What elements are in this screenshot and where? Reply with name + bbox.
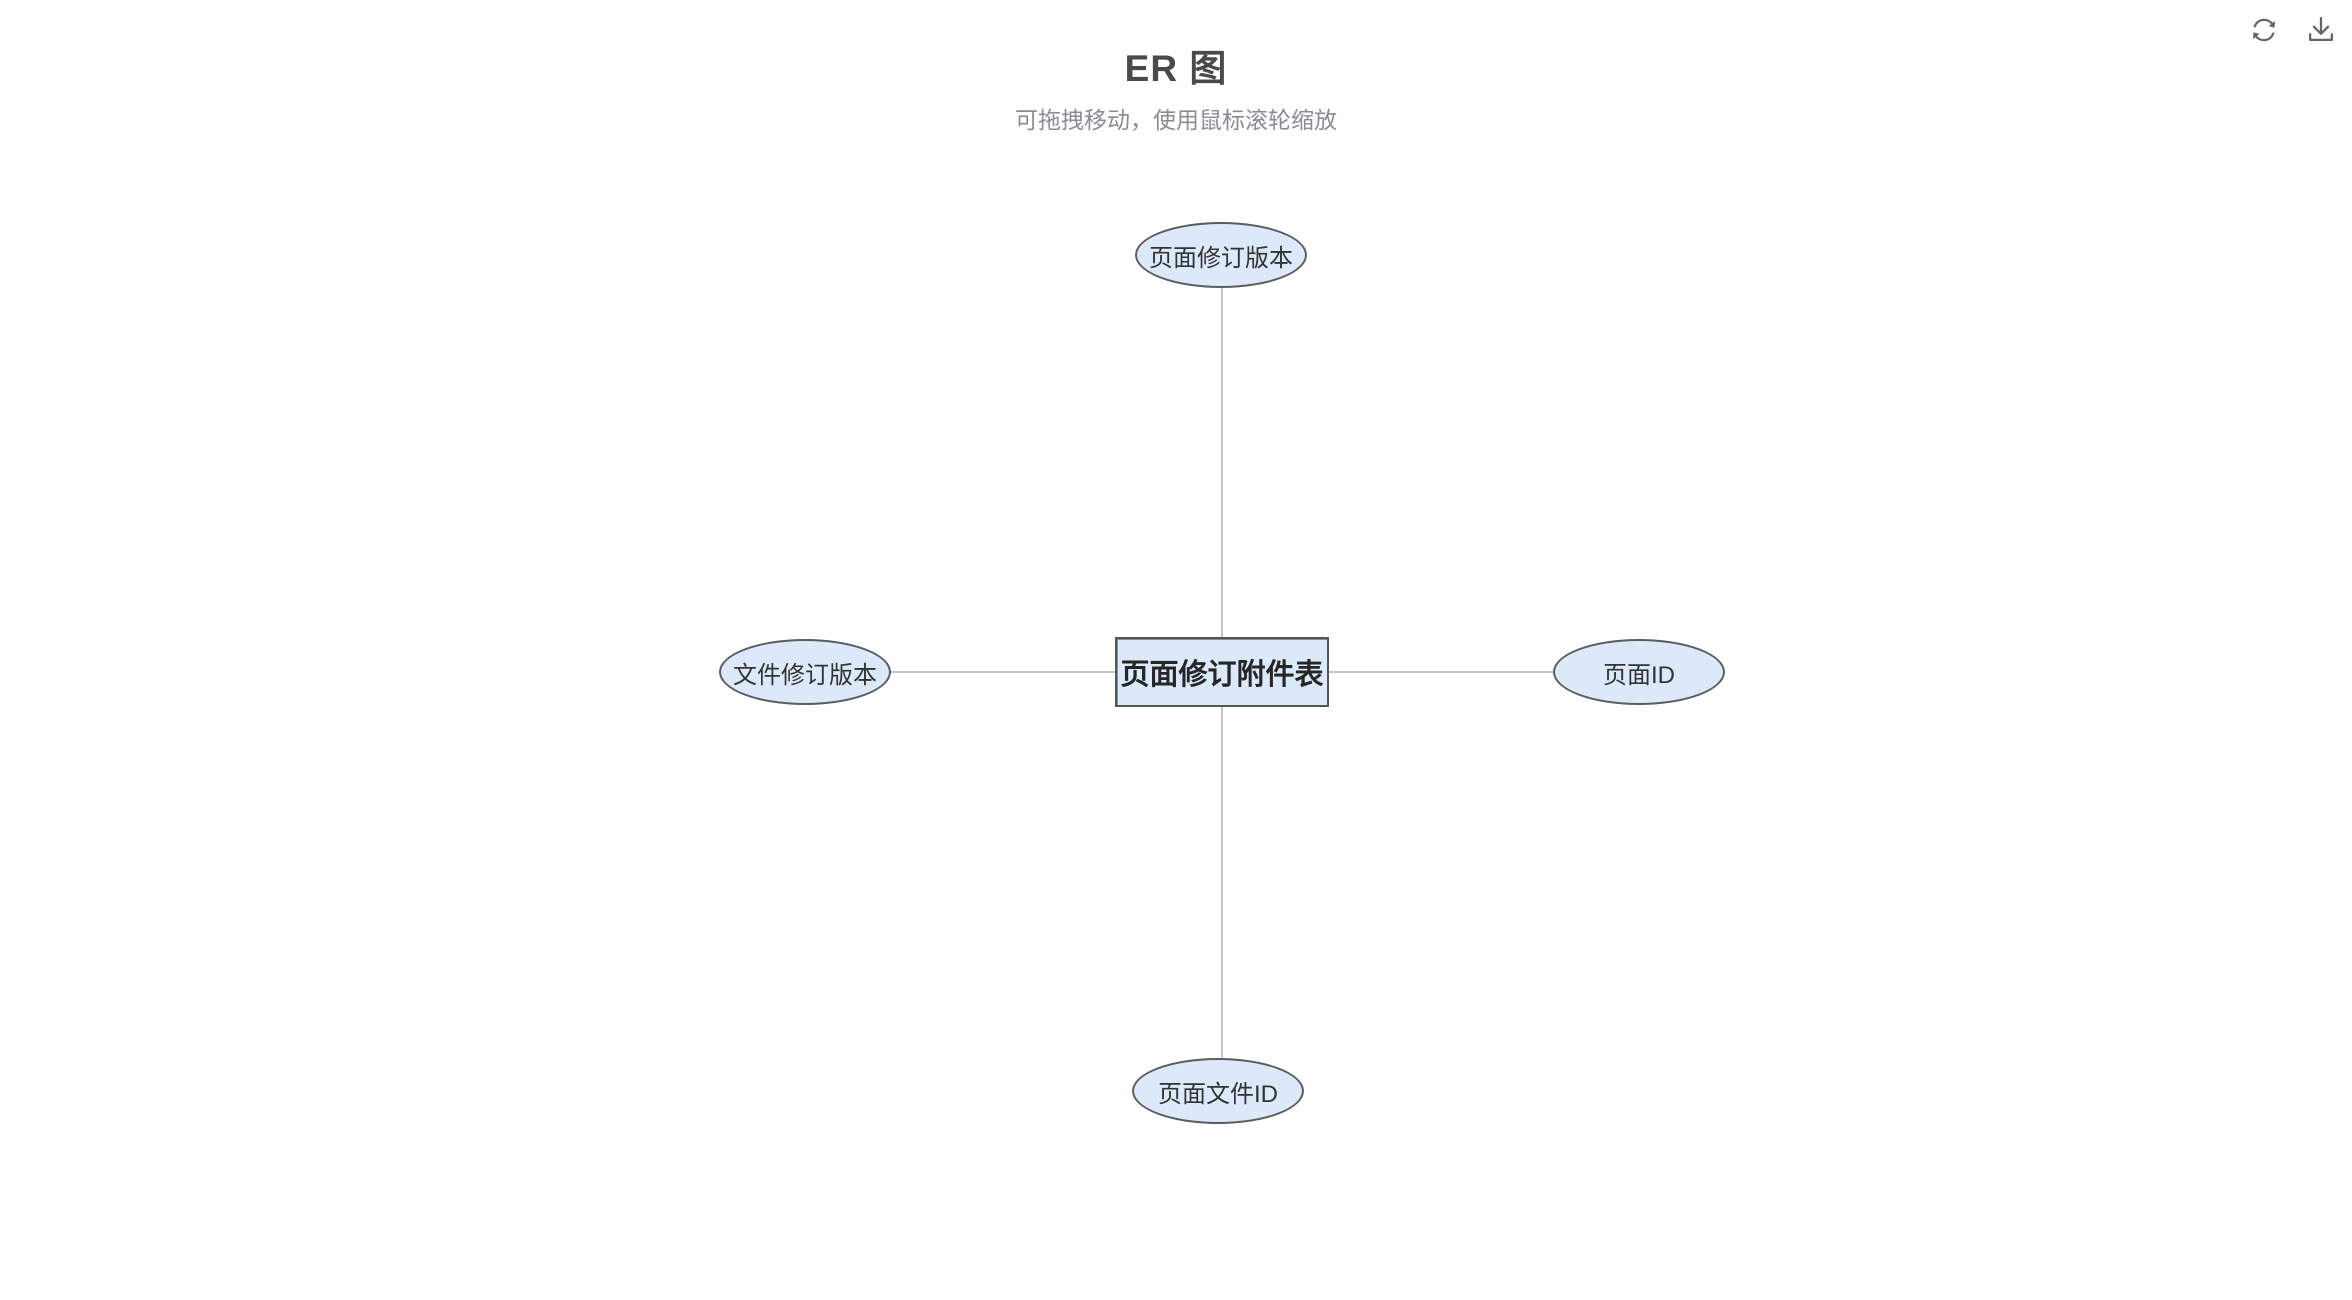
attribute-node-right[interactable]: 页面ID bbox=[1553, 639, 1725, 705]
page-subtitle: 可拖拽移动，使用鼠标滚轮缩放 bbox=[1015, 107, 1337, 133]
attribute-node-left[interactable]: 文件修订版本 bbox=[719, 639, 891, 705]
refresh-button[interactable] bbox=[2246, 12, 2282, 48]
download-icon bbox=[2309, 17, 2333, 42]
page-title: ER 图 bbox=[1124, 48, 1228, 89]
attribute-label: 页面修订版本 bbox=[1149, 244, 1293, 272]
attribute-node-top[interactable]: 页面修订版本 bbox=[1135, 222, 1307, 288]
toolbar bbox=[2246, 12, 2339, 48]
attribute-node-bottom[interactable]: 页面文件ID bbox=[1132, 1058, 1304, 1124]
entity-node[interactable]: 页面修订附件表 bbox=[1115, 637, 1329, 707]
entity-label: 页面修订附件表 bbox=[1120, 659, 1324, 691]
download-button[interactable] bbox=[2303, 12, 2339, 48]
attribute-label: 页面文件ID bbox=[1158, 1080, 1278, 1108]
attribute-label: 页面ID bbox=[1603, 661, 1675, 689]
refresh-icon bbox=[2253, 18, 2275, 42]
attribute-label: 文件修订版本 bbox=[733, 661, 877, 689]
